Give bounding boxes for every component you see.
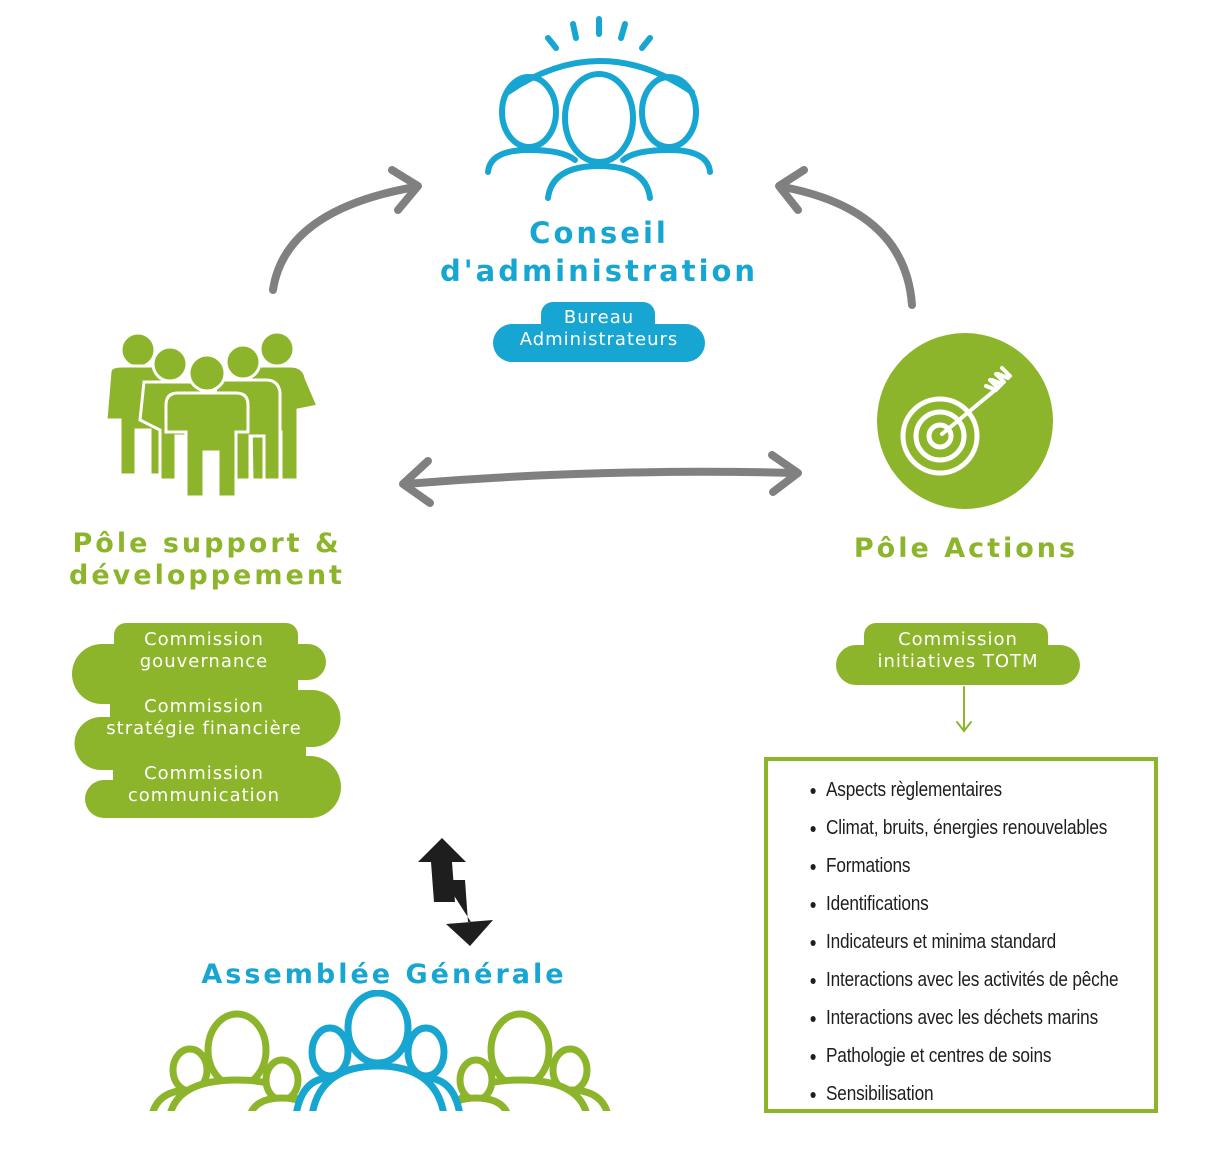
commission-communication: Commission communication bbox=[82, 763, 326, 807]
conseil-title-line2: d'administration bbox=[440, 254, 759, 288]
assemblee-title: Assemblée Générale bbox=[201, 959, 567, 990]
commission-gouvernance-line1: Commission bbox=[144, 629, 264, 650]
topic-item: Sensibilisation bbox=[826, 1075, 1108, 1113]
pole-actions-title: Pôle Actions bbox=[853, 533, 1079, 564]
bureau-pill-line1: Bureau bbox=[563, 307, 635, 328]
commission-strategie-line2: stratégie financière bbox=[106, 718, 302, 739]
topic-item: Pathologie et centres de soins bbox=[826, 1037, 1108, 1075]
arrow-support-actions bbox=[399, 451, 802, 507]
arrow-actions-to-conseil bbox=[775, 166, 916, 309]
commission-communication-line2: communication bbox=[127, 785, 281, 806]
commission-gouvernance-line2: gouvernance bbox=[139, 651, 269, 672]
bureau-pill-line2: Administrateurs bbox=[519, 329, 679, 350]
bureau-pill: Bureau Administrateurs bbox=[492, 307, 706, 351]
assembly-crowd-icon bbox=[149, 990, 611, 1111]
conseil-title-line1: Conseil bbox=[529, 216, 669, 250]
commission-totm: Commission initiatives TOTM bbox=[840, 629, 1076, 673]
bureau-pill-shape bbox=[493, 302, 705, 362]
board-people-icon bbox=[485, 16, 713, 201]
topic-item: Climat, bruits, énergies renouvelables bbox=[826, 809, 1108, 847]
commission-strategie: Commission stratégie financière bbox=[82, 696, 326, 740]
topic-item: Interactions avec les déchets marins bbox=[826, 999, 1108, 1037]
commission-strategie-line1: Commission bbox=[144, 696, 264, 717]
commission-totm-line2: initiatives TOTM bbox=[877, 651, 1039, 672]
target-arrow-icon bbox=[877, 333, 1053, 509]
topic-item: Indicateurs et minima standard bbox=[826, 923, 1108, 961]
topic-item: Aspects règlementaires bbox=[826, 771, 1108, 809]
arrow-support-to-conseil bbox=[269, 166, 422, 294]
topics-list: Aspects règlementaires Climat, bruits, é… bbox=[768, 761, 1154, 1113]
commission-totm-line1: Commission bbox=[898, 629, 1018, 650]
group-people-icon bbox=[104, 330, 321, 499]
conseil-title: Conseil d'administration bbox=[440, 214, 758, 290]
pole-support-title-line2: développement bbox=[69, 560, 345, 591]
commission-communication-line1: Commission bbox=[144, 763, 264, 784]
connector-arrow bbox=[956, 686, 972, 733]
commission-stack-shape bbox=[72, 623, 341, 818]
updown-arrows-icon bbox=[418, 838, 493, 946]
pole-support-title-line1: Pôle support & bbox=[72, 528, 342, 559]
topics-box: Aspects règlementaires Climat, bruits, é… bbox=[764, 757, 1158, 1113]
topic-item: Identifications bbox=[826, 885, 1108, 923]
topic-item: Formations bbox=[826, 847, 1108, 885]
topic-item: Interactions avec les activités de pêche bbox=[826, 961, 1119, 999]
pole-support-title: Pôle support & développement bbox=[52, 528, 362, 592]
commission-gouvernance: Commission gouvernance bbox=[82, 629, 326, 673]
commission-totm-shape bbox=[836, 623, 1080, 685]
